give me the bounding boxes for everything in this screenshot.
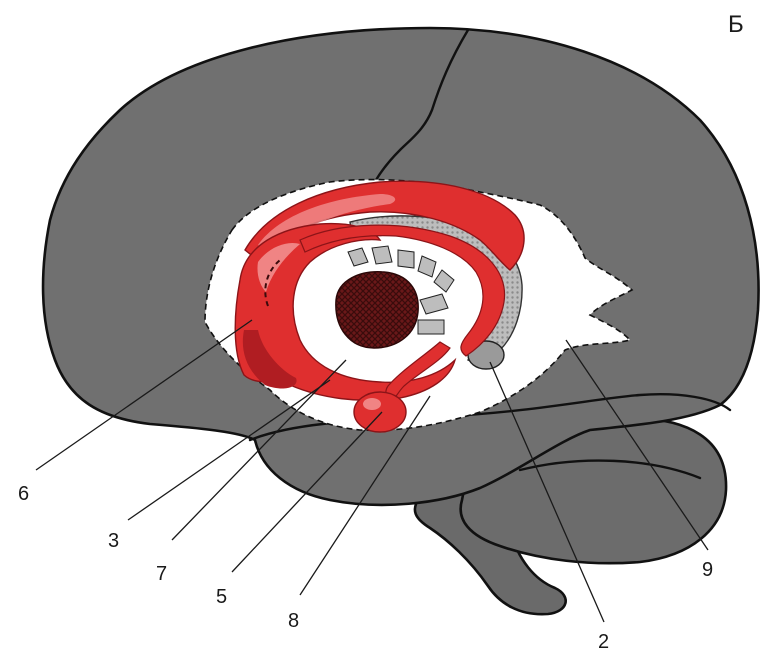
amygdaloid-body xyxy=(354,392,406,432)
label-7: 7 xyxy=(156,563,167,585)
panel-letter: Б xyxy=(728,11,744,38)
label-3: 3 xyxy=(108,530,119,552)
label-9: 9 xyxy=(702,559,713,581)
label-5: 5 xyxy=(216,586,227,608)
label-6: 6 xyxy=(18,483,29,505)
label-8: 8 xyxy=(288,610,299,632)
label-2: 2 xyxy=(598,631,609,651)
amygdaloid-highlight xyxy=(363,398,381,410)
thalamus xyxy=(336,272,418,348)
